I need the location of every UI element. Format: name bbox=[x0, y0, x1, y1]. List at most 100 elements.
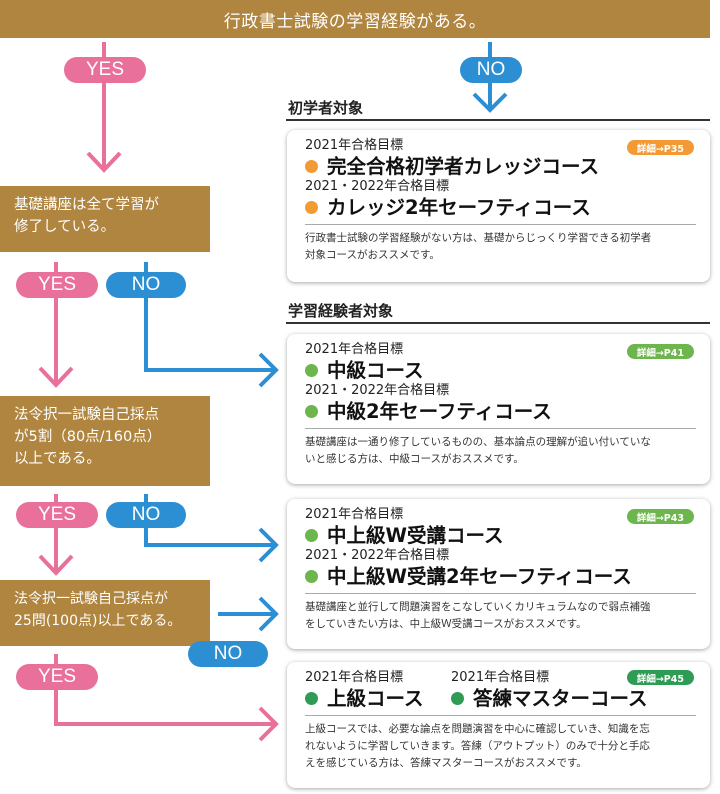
course-name-text: カレッジ2年セーフティコース bbox=[327, 196, 591, 219]
question-box-3: 法令択一試験自己採点が 25問(100点)以上である。 bbox=[0, 580, 210, 646]
yes-text: YES bbox=[37, 504, 77, 525]
yes-label-4: YES bbox=[16, 664, 98, 690]
section-rule-experienced bbox=[286, 322, 710, 324]
course-name[interactable]: 中上級W受講コース bbox=[305, 523, 696, 548]
green-bullet-icon bbox=[451, 692, 464, 705]
yes-arrowhead-4 bbox=[258, 706, 279, 742]
description-line: 行政書士試験の学習経験がない方は、基礎からじっくり学習できる初学者 bbox=[305, 232, 652, 244]
advanced-course-row: 2021年合格目標 上級コース 2021年合格目標 答練マスターコース bbox=[305, 670, 696, 711]
no-arrowhead-1 bbox=[472, 92, 508, 113]
card-description: 上級コースでは、必要な論点を問題演習を中心に確認していき、知識を忘 れないように… bbox=[305, 721, 696, 772]
detail-badge-p45[interactable]: 詳細→P45 bbox=[626, 670, 694, 685]
detail-badge-p43[interactable]: 詳細→P43 bbox=[626, 509, 694, 524]
description-line: をしていきたい方は、中上級Ｗ受講コースがおススメです。 bbox=[305, 618, 587, 630]
no-text: NO bbox=[131, 274, 161, 295]
section-title-experienced: 学習経験者対象 bbox=[288, 302, 394, 320]
course-name-text: 中級コース bbox=[327, 359, 424, 382]
course-card-intermediate: 詳細→P41 2021年合格目標 中級コース 2021・2022年合格目標 中級… bbox=[287, 334, 710, 484]
question-2-line-2: が5割（80点/160点） bbox=[14, 429, 162, 445]
description-line: 対象コースがおススメです。 bbox=[305, 249, 440, 261]
green-bullet-icon bbox=[305, 692, 318, 705]
card-description: 基礎講座と並行して問題演習をこなしていくカリキュラムなので弱点補強 をしていきた… bbox=[305, 599, 696, 633]
course-target: 2021年合格目標 bbox=[305, 670, 404, 685]
no-arrowhead-2 bbox=[258, 352, 279, 388]
section-rule-beginner bbox=[286, 119, 710, 121]
course-target: 2021・2022年合格目標 bbox=[305, 548, 450, 563]
no-label-3: NO bbox=[106, 502, 186, 528]
question-box-2: 法令択一試験自己採点 が5割（80点/160点） 以上である。 bbox=[0, 396, 210, 486]
card-divider bbox=[305, 715, 696, 716]
top-question-banner: 行政書士試験の学習経験がある。 bbox=[0, 0, 710, 38]
green-bullet-icon bbox=[305, 570, 318, 583]
no-text: NO bbox=[131, 504, 161, 525]
yes-arrowhead-1 bbox=[86, 151, 122, 173]
no-label-4: NO bbox=[188, 641, 268, 667]
orange-bullet-icon bbox=[305, 201, 318, 214]
yes-text: YES bbox=[85, 59, 125, 80]
green-bullet-icon bbox=[305, 529, 318, 542]
course-name-text: 中級2年セーフティコース bbox=[327, 400, 552, 423]
question-1-line-2: 修了している。 bbox=[14, 219, 116, 235]
section-title-beginner: 初学者対象 bbox=[288, 99, 364, 117]
question-3-line-2: 25問(100点)以上である。 bbox=[14, 613, 182, 629]
course-target: 2021・2022年合格目標 bbox=[305, 179, 450, 194]
course-target: 2021年合格目標 bbox=[451, 670, 550, 685]
question-1-line-1: 基礎講座は全て学習が bbox=[14, 197, 159, 213]
course-name[interactable]: 中級2年セーフティコース bbox=[305, 399, 696, 424]
detail-badge-p41[interactable]: 詳細→P41 bbox=[626, 344, 694, 359]
course-name-text: 答練マスターコース bbox=[473, 687, 648, 710]
green-bullet-icon bbox=[305, 364, 318, 377]
course-name-text: 上級コース bbox=[327, 687, 424, 710]
description-line: えを感じている方は、答練マスターコースがおススメです。 bbox=[305, 757, 587, 769]
description-line: いと感じる方は、中級コースがおススメです。 bbox=[305, 453, 524, 465]
yes-text: YES bbox=[37, 666, 77, 687]
answer-practice-course: 2021年合格目標 答練マスターコース bbox=[451, 670, 648, 711]
yes-arrowhead-3 bbox=[38, 554, 74, 576]
question-box-1: 基礎講座は全て学習が 修了している。 bbox=[0, 186, 210, 252]
no-arrowhead-3 bbox=[258, 527, 279, 563]
course-name[interactable]: 中上級W受講2年セーフティコース bbox=[305, 564, 696, 589]
yes-label-2: YES bbox=[16, 272, 98, 298]
course-name[interactable]: カレッジ2年セーフティコース bbox=[305, 195, 696, 220]
course-name[interactable]: 中級コース bbox=[305, 358, 696, 383]
course-card-beginner: 詳細→P35 2021年合格目標 完全合格初学者カレッジコース 2021・202… bbox=[287, 130, 710, 282]
course-card-upper-intermediate: 詳細→P43 2021年合格目標 中上級W受講コース 2021・2022年合格目… bbox=[287, 499, 710, 649]
course-target: 2021年合格目標 bbox=[305, 507, 404, 522]
yes-arrowhead-2 bbox=[38, 366, 74, 388]
no-arrow-2 bbox=[144, 262, 276, 372]
description-line: れないように学習していきます。答練（アウトプット）のみで十分と手応 bbox=[305, 740, 650, 752]
yes-text: YES bbox=[37, 274, 77, 295]
description-line: 基礎講座と並行して問題演習をこなしていくカリキュラムなので弱点補強 bbox=[305, 601, 651, 613]
card-description: 基礎講座は一通り修了しているものの、基本論点の理解が追い付いていな いと感じる方… bbox=[305, 434, 696, 468]
card-divider bbox=[305, 428, 696, 429]
question-2-line-1: 法令択一試験自己採点 bbox=[14, 407, 159, 423]
yes-label-3: YES bbox=[16, 502, 98, 528]
course-target: 2021年合格目標 bbox=[305, 138, 404, 153]
no-arrowhead-4 bbox=[258, 596, 279, 632]
card-divider bbox=[305, 593, 696, 594]
course-card-advanced: 詳細→P45 2021年合格目標 上級コース 2021年合格目標 答練マスターコ… bbox=[287, 662, 710, 788]
yes-label-1: YES bbox=[64, 57, 146, 83]
card-description: 行政書士試験の学習経験がない方は、基礎からじっくり学習できる初学者 対象コースが… bbox=[305, 230, 696, 264]
course-name-text: 中上級W受講コース bbox=[327, 524, 504, 547]
top-question-text: 行政書士試験の学習経験がある。 bbox=[223, 11, 487, 32]
course-name-text: 完全合格初学者カレッジコース bbox=[327, 155, 600, 178]
course-name[interactable]: 答練マスターコース bbox=[451, 686, 648, 711]
advanced-course: 2021年合格目標 上級コース bbox=[305, 670, 451, 711]
card-divider bbox=[305, 224, 696, 225]
description-line: 基礎講座は一通り修了しているものの、基本論点の理解が追い付いていな bbox=[305, 436, 651, 448]
orange-bullet-icon bbox=[305, 160, 318, 173]
detail-badge-p35[interactable]: 詳細→P35 bbox=[626, 140, 694, 155]
course-target: 2021・2022年合格目標 bbox=[305, 383, 450, 398]
no-label-2: NO bbox=[106, 272, 186, 298]
question-3-line-1: 法令択一試験自己採点が bbox=[14, 591, 168, 607]
description-line: 上級コースでは、必要な論点を問題演習を中心に確認していき、知識を忘 bbox=[305, 723, 650, 735]
no-text: NO bbox=[476, 59, 506, 80]
course-name[interactable]: 完全合格初学者カレッジコース bbox=[305, 154, 696, 179]
course-name[interactable]: 上級コース bbox=[305, 686, 451, 711]
question-2-line-3: 以上である。 bbox=[14, 451, 101, 467]
course-name-text: 中上級W受講2年セーフティコース bbox=[327, 565, 632, 588]
course-target: 2021年合格目標 bbox=[305, 342, 404, 357]
no-label-1: NO bbox=[460, 57, 522, 83]
no-text: NO bbox=[213, 643, 243, 664]
